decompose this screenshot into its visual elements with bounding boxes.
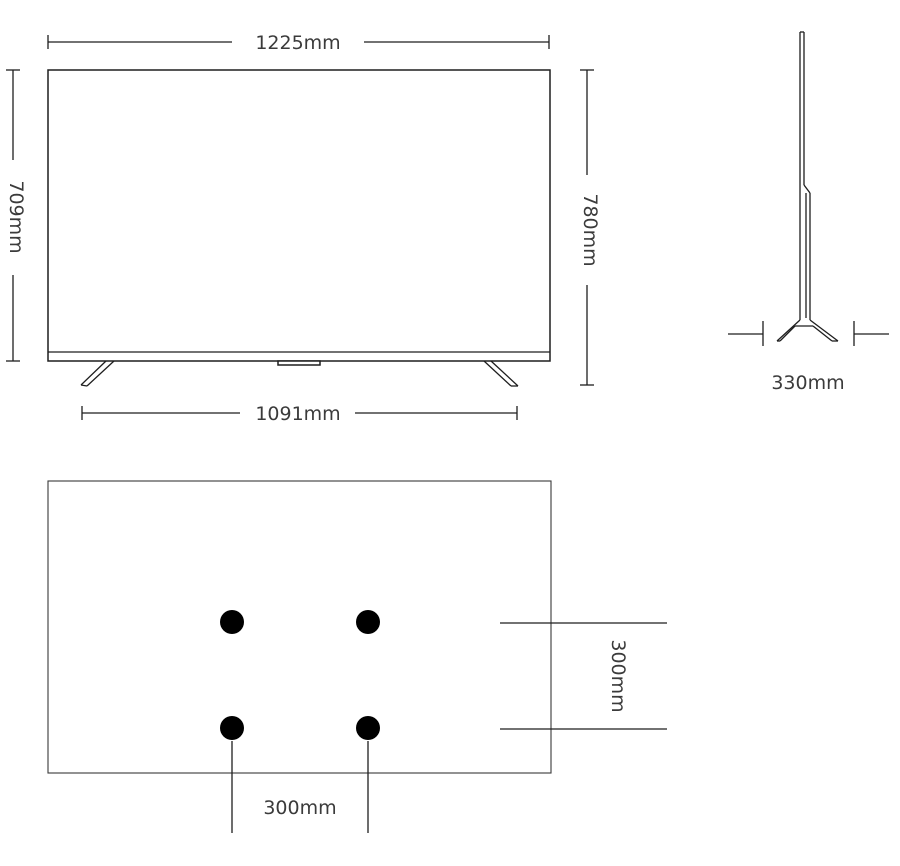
side-stand-foot [776,319,839,342]
side-profile-panel [799,31,811,320]
vesa-mount-holes [220,610,380,740]
front-view: 1225mm 709mm [5,32,601,425]
vesa-vertical-dimension: 300mm [500,622,667,730]
mount-hole-bottom-right [356,716,380,740]
vesa-horizontal-label: 300mm [263,797,336,819]
back-panel [47,480,552,774]
mount-hole-top-left [220,610,244,634]
stand-spacing-label: 1091mm [255,403,340,425]
panel-height-dimension: 709mm [5,69,27,362]
stand-spacing-dimension: 1091mm [81,403,518,425]
panel-height-label: 709mm [5,180,27,253]
stand-depth-label: 330mm [771,372,844,394]
mount-hole-top-right [356,610,380,634]
center-logo-tab [277,360,321,366]
left-stand-foot [80,360,115,387]
side-view: 330mm [728,31,889,394]
overall-height-dimension: 780mm [579,69,601,386]
tv-screen [47,69,551,362]
overall-height-label: 780mm [579,193,601,266]
back-view: 300mm 300mm [47,480,667,833]
overall-width-dimension: 1225mm [47,32,550,54]
vesa-vertical-label: 300mm [607,639,629,712]
mount-hole-bottom-left [220,716,244,740]
right-stand-foot [483,360,519,387]
overall-width-label: 1225mm [255,32,340,54]
stand-depth-dimension: 330mm [728,321,889,394]
vesa-horizontal-dimension: 300mm [231,741,369,833]
